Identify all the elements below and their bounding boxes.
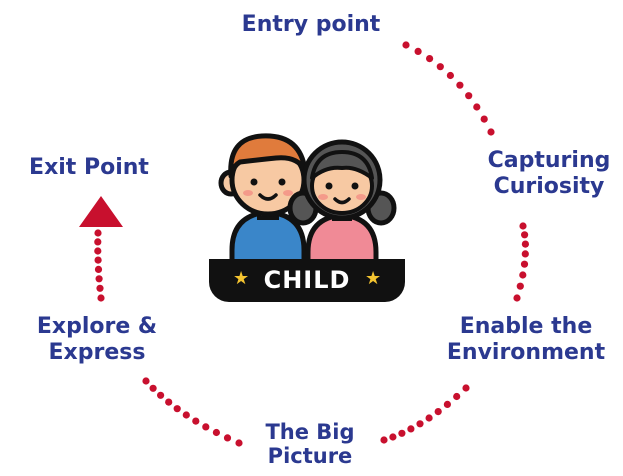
path-dot — [96, 284, 104, 292]
path-dot — [398, 429, 406, 437]
path-dot — [380, 436, 388, 444]
path-dot — [94, 256, 102, 264]
path-dot — [456, 81, 464, 89]
stage-exit-point-line1: Exit Point — [29, 155, 149, 180]
path-dot — [480, 115, 488, 123]
stage-exit-point: Exit Point — [14, 155, 164, 181]
path-dot — [95, 275, 103, 283]
child-badge: ★ CHILD ★ — [209, 259, 405, 302]
path-dot — [516, 282, 524, 290]
path-dot — [94, 247, 102, 255]
path-dot — [521, 231, 529, 239]
path-dot — [519, 222, 527, 230]
stage-capturing-curiosity: Capturing Curiosity — [474, 148, 623, 200]
path-dot — [443, 400, 451, 408]
path-dot — [519, 271, 527, 279]
path-dot — [487, 128, 495, 136]
path-dot — [465, 92, 473, 100]
path-dot — [149, 384, 157, 392]
child-badge-label: CHILD — [263, 266, 351, 294]
stage-enable-environment: Enable the Environment — [432, 314, 620, 366]
path-dot — [521, 240, 530, 248]
path-dot — [473, 103, 481, 111]
path-dot — [165, 398, 173, 406]
path-dot — [94, 238, 102, 246]
stage-entry-point-line1: Entry point — [241, 12, 381, 37]
stage-big-picture-line2: Picture — [267, 444, 353, 468]
stage-explore-express: Explore & Express — [22, 314, 172, 366]
path-dot — [416, 420, 424, 428]
path-dot — [434, 408, 442, 416]
path-dot — [212, 428, 220, 437]
path-dot — [407, 425, 415, 433]
path-dot — [235, 439, 243, 447]
stage-entry-point: Entry point — [231, 12, 391, 38]
path-dot — [97, 294, 105, 302]
path-dot — [142, 377, 150, 385]
path-dot — [520, 260, 529, 268]
path-dot — [414, 47, 422, 56]
path-dot — [157, 391, 165, 399]
path-dot — [513, 294, 521, 302]
stage-explore-express-line1: Explore & — [36, 314, 158, 339]
path-dot — [462, 384, 470, 392]
stage-capturing-curiosity-line1: Capturing — [487, 148, 611, 173]
path-dot — [192, 417, 200, 425]
path-dot — [453, 392, 461, 401]
path-dot — [389, 433, 397, 441]
star-icon: ★ — [233, 268, 250, 289]
path-dot — [94, 229, 102, 237]
star-icon: ★ — [365, 268, 382, 289]
path-dot — [446, 71, 454, 80]
stage-explore-express-line2: Express — [48, 340, 146, 365]
path-dot — [94, 265, 103, 273]
path-dot — [402, 41, 410, 49]
stage-big-picture: The Big Picture — [240, 420, 380, 468]
path-dot — [182, 411, 190, 419]
path-dot — [202, 423, 210, 431]
path-dot — [223, 434, 232, 442]
stage-enable-environment-line2: Environment — [446, 340, 606, 365]
path-dot — [426, 55, 434, 63]
stage-enable-environment-line1: Enable the — [459, 314, 593, 339]
stage-capturing-curiosity-line2: Curiosity — [493, 174, 605, 199]
path-dot — [425, 414, 433, 422]
path-dot — [521, 250, 529, 258]
path-dot — [173, 405, 181, 413]
stage-big-picture-line1: The Big — [265, 420, 355, 444]
path-dot — [436, 63, 444, 71]
